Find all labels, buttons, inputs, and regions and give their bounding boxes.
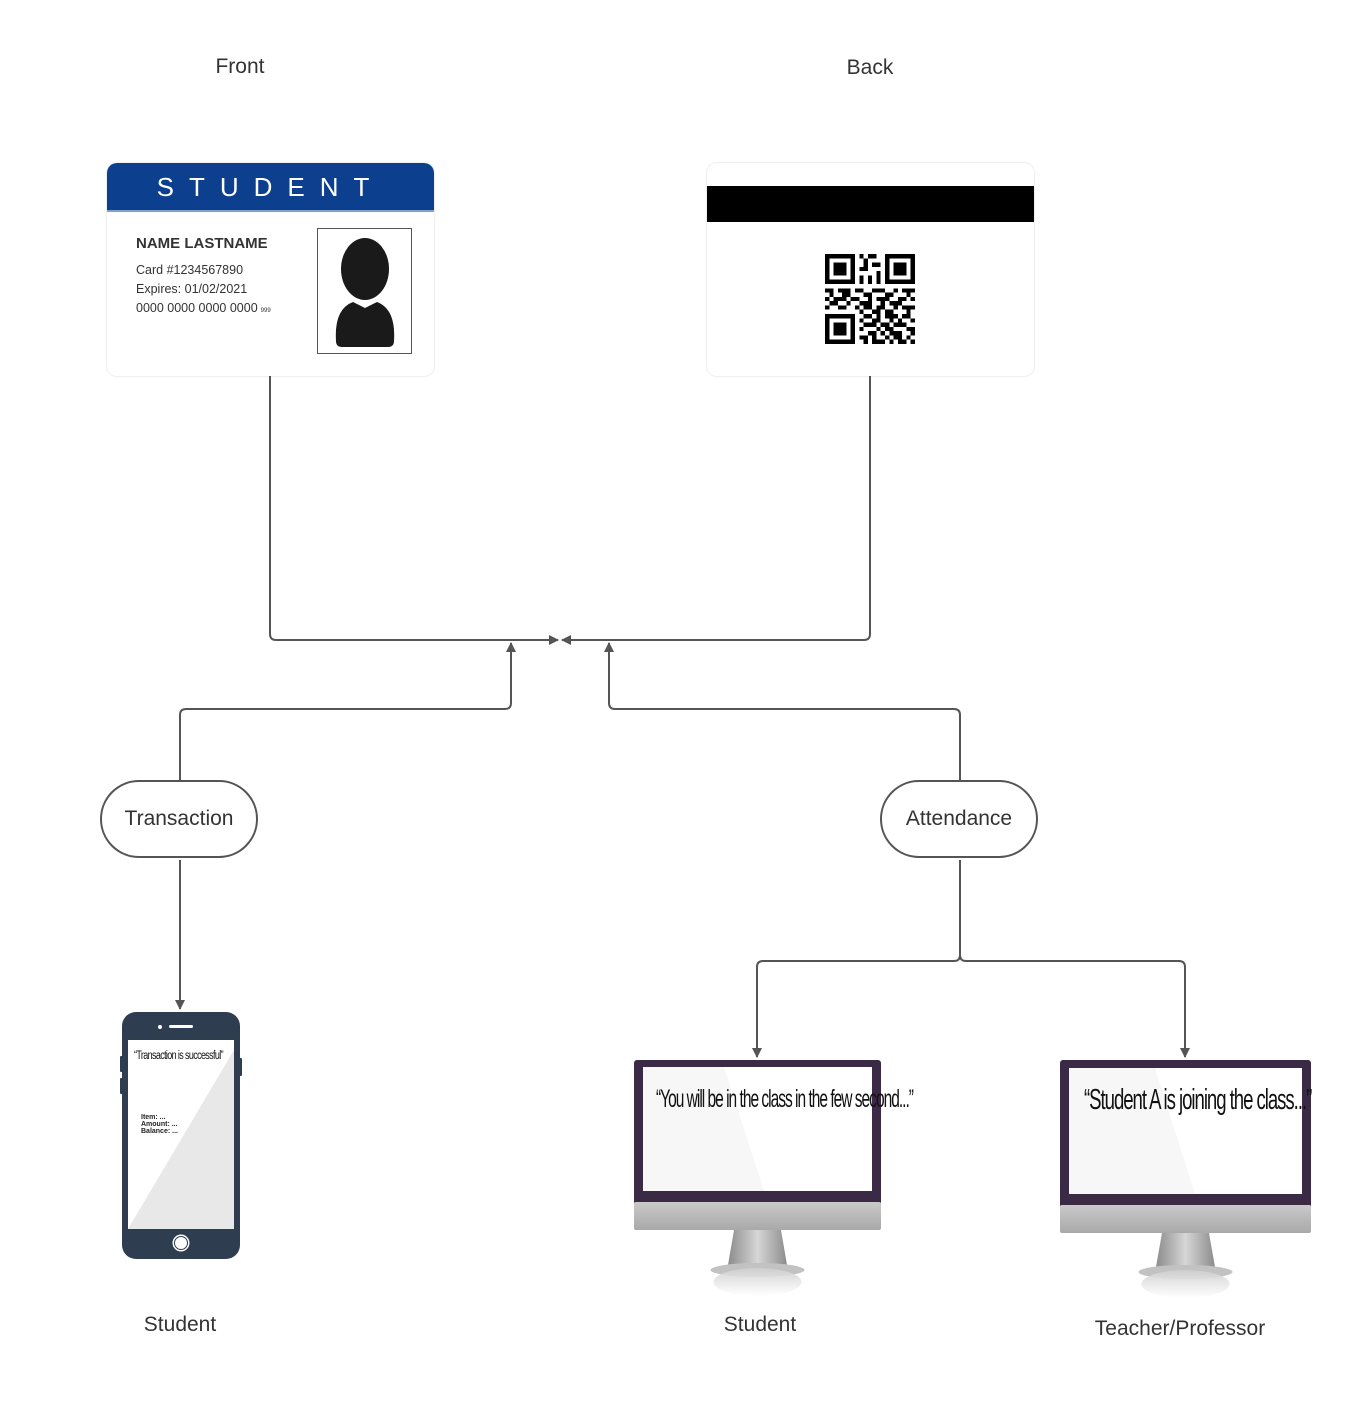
person-silhouette-icon (335, 238, 395, 347)
attendance-up-connector (604, 642, 961, 780)
back-card-connector (561, 376, 871, 645)
magnetic-strip (707, 186, 1034, 222)
student-monitor-message: “You will be in the class in the few sec… (656, 1085, 914, 1113)
transaction-node: Transaction (100, 780, 258, 858)
teacher-monitor: “Student A is joining the class...” (1060, 1060, 1312, 1302)
phone-details: Item: ... Amount: ... Balance: ... (141, 1114, 178, 1135)
phone-device: “Transaction is successful” Item: ... Am… (120, 1012, 242, 1259)
monitor-icon (1060, 1060, 1311, 1298)
teacher-monitor-message: “Student A is joining the class...” (1084, 1084, 1312, 1116)
transaction-up-connector (179, 642, 516, 780)
student-monitor-caption: Student (723, 1313, 797, 1336)
attendance-node: Attendance (880, 780, 1038, 858)
front-card-connector (269, 376, 559, 645)
phone-icon (120, 1012, 242, 1259)
card-header: STUDENT (107, 163, 434, 212)
front-label: Front (215, 55, 265, 78)
card-expiry: Expires: 01/02/2021 (136, 282, 248, 296)
phone-amount-line: Amount: ... (141, 1121, 178, 1128)
qr-code-icon (825, 254, 915, 344)
attendance-left-connector (752, 860, 961, 1058)
monitor-icon (634, 1060, 881, 1296)
phone-item-line: Item: ... (141, 1114, 166, 1121)
student-monitor: “You will be in the class in the few sec… (634, 1060, 914, 1300)
phone-message: “Transaction is successful” (134, 1050, 224, 1062)
student-card-back (707, 163, 1034, 376)
student-card-front: STUDENT NAME LASTNAME Card #1234567890 E… (107, 163, 434, 376)
phone-balance-line: Balance: ... (141, 1128, 178, 1135)
back-label: Back (846, 56, 894, 79)
phone-caption: Student (143, 1313, 217, 1336)
card-account-number: 0000 0000 0000 0000 (136, 301, 258, 315)
card-number: Card #1234567890 (136, 263, 244, 277)
attendance-right-connector (959, 954, 1190, 1058)
teacher-monitor-caption: Teacher/Professor (1094, 1317, 1266, 1340)
card-photo (317, 228, 412, 354)
card-holder-name: NAME LASTNAME (136, 235, 268, 252)
card-account-suffix: 999 (260, 308, 271, 314)
